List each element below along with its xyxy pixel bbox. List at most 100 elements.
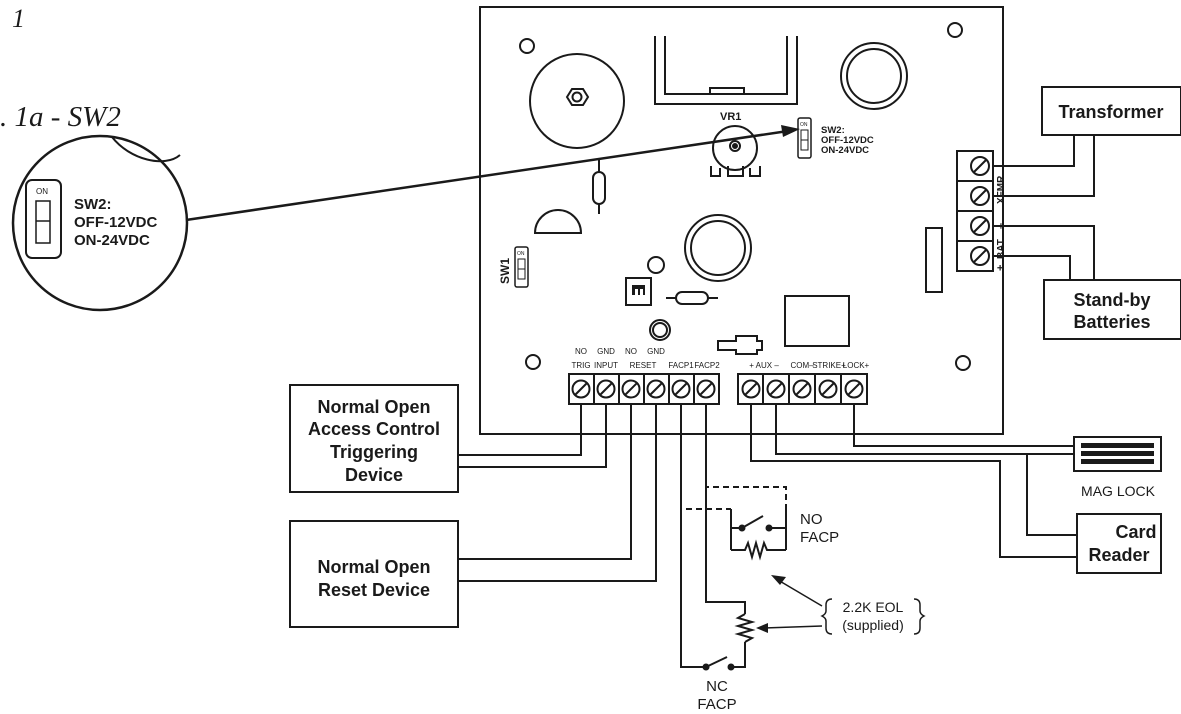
term-trig: TRIG (571, 361, 590, 370)
sw2-zoom-line2: OFF-12VDC (74, 214, 158, 231)
power-supply-board: VR1 ON SW2: OFF-12VDC ON-24VDC (479, 6, 1004, 435)
wire-bat-plus (993, 255, 1071, 280)
card-line2: Reader (1088, 545, 1149, 565)
board-outline (479, 6, 1004, 435)
term-gnd-1: GND (597, 347, 615, 356)
wire-trig (458, 404, 582, 456)
sw2-board-line2: OFF-12VDC (821, 135, 874, 146)
ptc-fuse (925, 227, 943, 293)
sw2-board-switch: ON SW2: OFF-12VDC ON-24VDC (797, 117, 874, 159)
sw2-board-line1: SW2: (821, 125, 845, 136)
test-point (647, 256, 665, 274)
wire-aux-plus (750, 404, 1077, 558)
vr1-label: VR1 (720, 111, 741, 123)
reset-device-box: Normal Open Reset Device (289, 520, 459, 628)
callout-arrow (185, 129, 789, 222)
access-line3: Triggering (330, 442, 418, 462)
mounting-hole (519, 38, 535, 54)
bat-minus-screw (970, 216, 990, 236)
standby-line1: Stand-by (1073, 290, 1150, 310)
no-facp-switch: NO FACP (730, 509, 839, 561)
nc-facp-loop: NC FACP (680, 404, 756, 713)
sw2-zoom-line3: ON-24VDC (74, 232, 150, 249)
sw2-zoom-on-label: ON (36, 187, 48, 196)
sw2-zoom-callout: ON SW2: OFF-12VDC ON-24VDC (11, 131, 190, 312)
output-terminal-strip: + AUX – COM– STRIKE+ LOCK+ (737, 361, 870, 405)
bat-label: BAT (996, 239, 1007, 259)
wire-reset-no (458, 404, 632, 560)
access-line1: Normal Open (317, 397, 430, 417)
access-control-box: Normal Open Access Control Triggering De… (289, 384, 459, 493)
figure-number: 1 (12, 4, 25, 33)
access-line2: Access Control (308, 419, 440, 439)
power-terminal-strip: XFMR – BAT + (956, 150, 1007, 272)
xfmr-screw-2 (970, 186, 990, 206)
sw2-board-on: ON (800, 122, 808, 128)
buzzer (840, 42, 908, 110)
wire-reset-gnd (458, 404, 657, 582)
sw2-zoom-switch-icon (25, 179, 62, 259)
resistor-horizontal (666, 291, 718, 305)
nc-facp-facp: FACP (697, 696, 736, 713)
eol-callout: 2.2K EOL (supplied) (756, 575, 926, 635)
term-no-1: NO (575, 347, 587, 356)
vr1-potentiometer (710, 125, 761, 177)
standby-line2: Batteries (1073, 312, 1150, 332)
wire-lock-plus (853, 404, 1074, 447)
xfmr-screw-1 (970, 156, 990, 176)
input-terminal-strip: NO GND NO GND TRIG INPUT RESET FACP1 FAC… (568, 347, 720, 405)
wire-xfmr-2 (993, 135, 1095, 197)
bat-plus-label: + (995, 265, 1007, 271)
term-facp2: FACP2 (694, 361, 720, 370)
transformer-box: Transformer (1041, 86, 1181, 136)
mounting-hole (525, 354, 541, 370)
nc-facp-nc: NC (706, 678, 728, 695)
sw1-switch: ON SW1 (498, 246, 529, 288)
led (649, 319, 671, 341)
sw1-on: ON (517, 251, 525, 257)
eol-line1: 2.2K EOL (843, 599, 904, 615)
mag-lock-label: MAG LOCK (1081, 483, 1156, 499)
mounting-hole (955, 355, 971, 371)
figure-caption: . 1a - SW2 (0, 101, 121, 133)
bat-plus-screw (970, 246, 990, 266)
access-line4: Device (345, 465, 403, 485)
reset-line1: Normal Open (317, 557, 430, 577)
xfmr-label: XFMR (996, 175, 1007, 204)
callout-arrowhead (781, 125, 800, 137)
capacitor (529, 53, 625, 149)
transformer-label: Transformer (1058, 102, 1163, 122)
term-facp1: FACP1 (668, 361, 694, 370)
term-input: INPUT (594, 361, 618, 370)
relay-coil (684, 214, 752, 282)
sw1-label: SW1 (498, 258, 512, 284)
wire-input (458, 404, 607, 468)
mag-lock: MAG LOCK (1073, 436, 1162, 499)
term-aux: + AUX – (749, 361, 779, 370)
fuse (717, 335, 763, 355)
wire-aux-card (1026, 454, 1077, 536)
resistor-vertical (592, 160, 606, 214)
jumper-block (625, 277, 652, 306)
heatsink-bracket (654, 36, 798, 105)
sw2-zoom-line1: SW2: (74, 196, 112, 213)
term-strike: STRIKE+ (812, 361, 846, 370)
wire-xfmr-1 (993, 135, 1075, 167)
card-reader-box: Card Reader (1076, 513, 1162, 574)
led-dome (533, 209, 583, 234)
mounting-hole (947, 22, 963, 38)
term-gnd-2: GND (647, 347, 665, 356)
card-line1: Card (1115, 522, 1156, 542)
wire-bat-minus (993, 225, 1095, 280)
term-no-2: NO (625, 347, 637, 356)
term-com: COM– (790, 361, 814, 370)
reset-line2: Reset Device (318, 580, 430, 600)
facp-dashed-wire-2 (705, 404, 787, 509)
eol-line2: (supplied) (842, 617, 903, 633)
no-facp-no: NO (800, 511, 823, 528)
no-facp-facp: FACP (800, 529, 839, 546)
standby-batteries-box: Stand-by Batteries (1043, 279, 1181, 340)
wire-com-mag (775, 404, 1074, 455)
term-reset: RESET (630, 361, 657, 370)
